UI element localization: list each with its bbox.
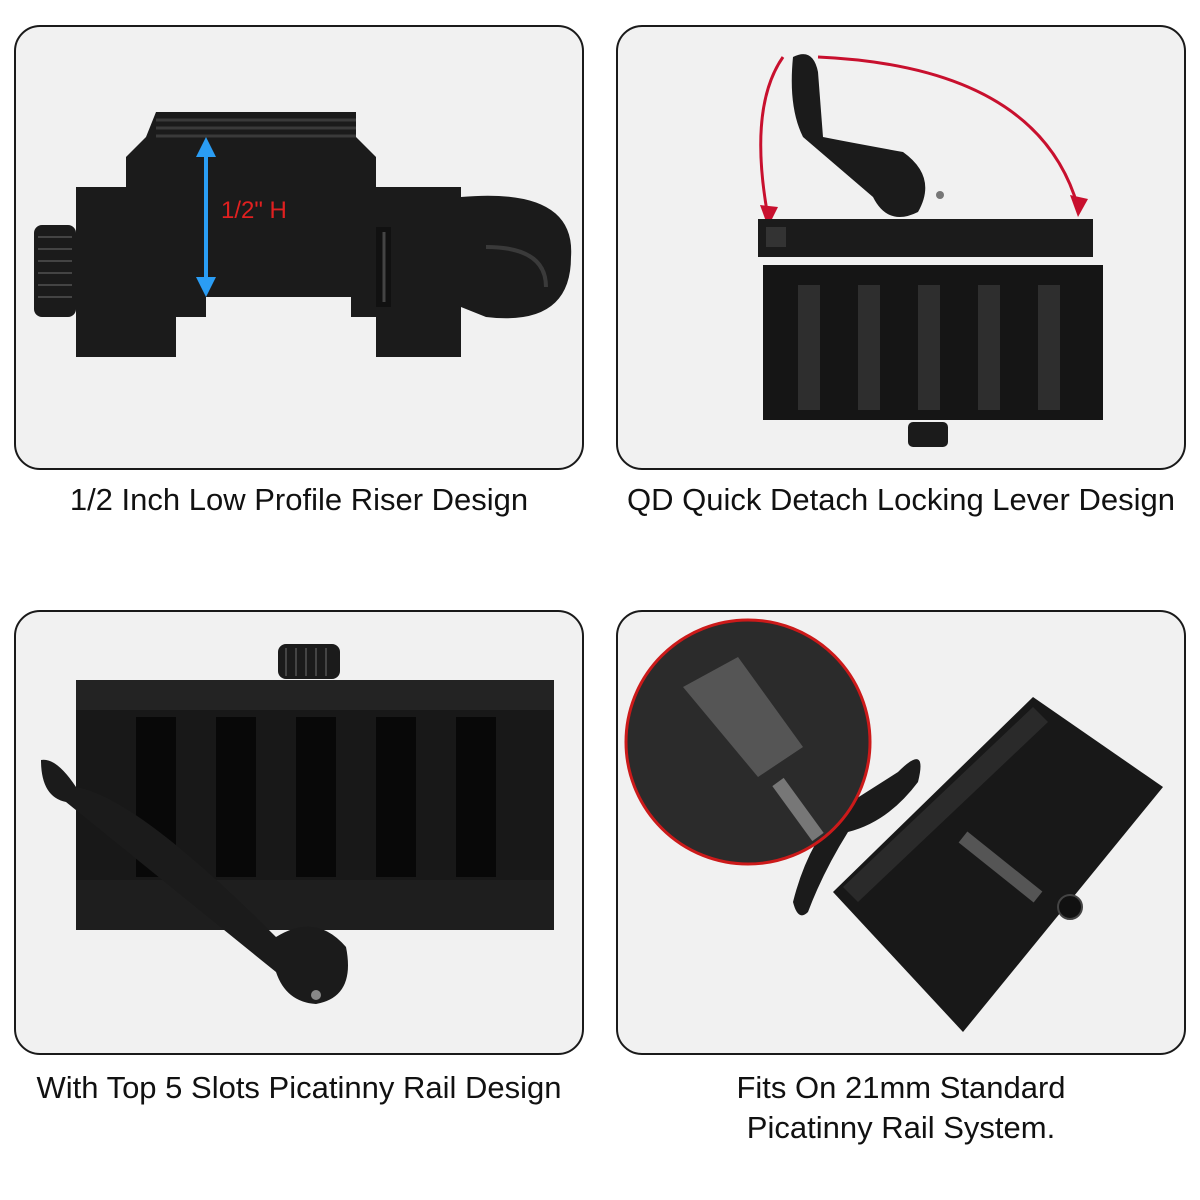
lever-shape (41, 759, 348, 1004)
inset-bar-shape (683, 657, 803, 777)
qd-lever-shape (791, 54, 926, 218)
lever-cam-shape (461, 195, 572, 319)
rail-fit-illustration (624, 618, 1163, 1032)
panel-rail-fit (616, 610, 1186, 1055)
bottom-knob-shape (908, 422, 948, 447)
rotation-arc-icon (817, 55, 1080, 208)
panel-five-slot-rail (14, 610, 584, 1055)
caption-rail-fit-line2: Picatinny Rail System. (746, 1110, 1056, 1145)
qd-lever-illustration (758, 54, 1103, 447)
screw-shape (958, 831, 1043, 903)
height-annotation: 1/2" H (221, 197, 287, 224)
knurled-knob-shape (34, 225, 76, 317)
caption-riser-design: 1/2 Inch Low Profile Riser Design (69, 482, 529, 517)
riser-profile-illustration (34, 112, 572, 357)
caption-five-slot: With Top 5 Slots Picatinny Rail Design (36, 1070, 562, 1105)
caption-rail-fit: Fits On 21mm Standard Picatinny Rail Sys… (616, 1068, 1186, 1148)
five-slot-rail-illustration (41, 644, 554, 1004)
caption-qd-lever: QD Quick Detach Locking Lever Design (627, 482, 1175, 517)
caption-rail-fit-line1: Fits On 21mm Standard (736, 1070, 1066, 1105)
top-plate-shape (758, 219, 1093, 257)
rail-slots (136, 717, 496, 877)
riser-body-shape (76, 112, 411, 357)
side-lever-shape (793, 759, 921, 916)
panel-riser-profile: 1/2" H (14, 25, 584, 470)
top-knob-shape (278, 644, 340, 679)
panel-qd-lever (616, 25, 1186, 470)
